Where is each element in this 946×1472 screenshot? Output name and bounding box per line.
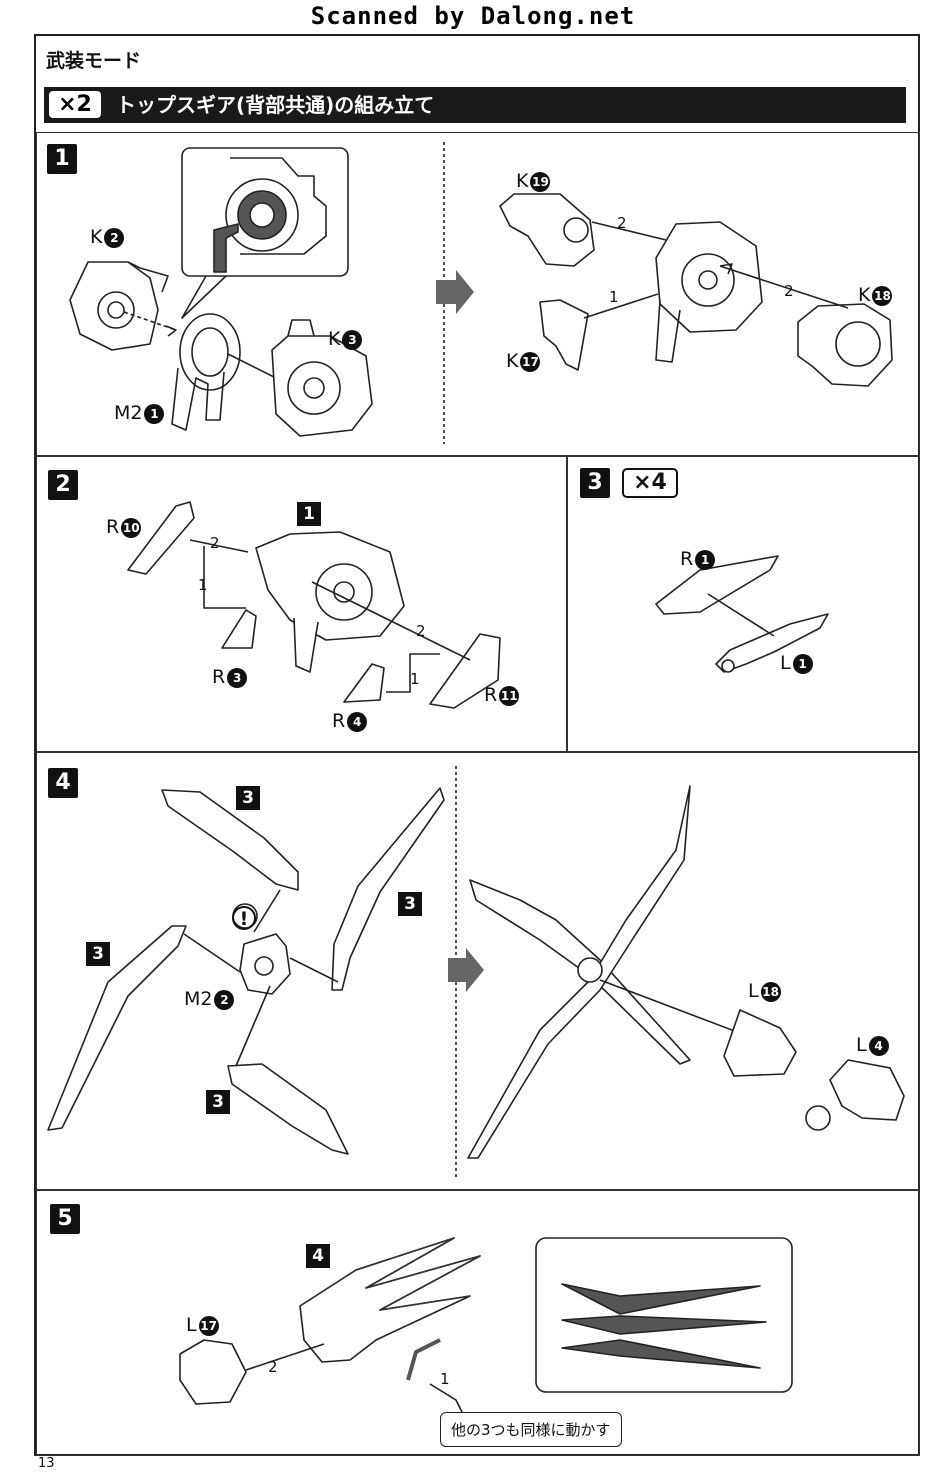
order-marker: 1 xyxy=(609,288,619,306)
order-marker: 1 xyxy=(410,670,420,688)
order-marker: 2 xyxy=(617,214,627,232)
instruction-note: 他の3つも同様に動かす xyxy=(440,1412,622,1447)
order-marker: 2 xyxy=(416,622,426,640)
caution-icon: ! xyxy=(232,906,256,930)
step-4-number: 4 xyxy=(48,768,78,798)
step-reference: 3 xyxy=(236,786,260,810)
step-2-number: 2 xyxy=(48,470,78,500)
step-1-number: 1 xyxy=(47,144,77,174)
step-reference: 3 xyxy=(86,942,110,966)
step-reference: 3 xyxy=(206,1090,230,1114)
multiplier-badge: ×2 xyxy=(49,91,101,118)
order-marker: 1 xyxy=(198,576,208,594)
order-marker: 2 xyxy=(268,1358,278,1376)
mode-title: 武装モード xyxy=(46,50,142,72)
order-marker: 1 xyxy=(440,1370,450,1388)
scanner-watermark: Scanned by Dalong.net xyxy=(310,2,636,30)
step-5-panel xyxy=(36,1190,920,1456)
step-reference: 3 xyxy=(398,892,422,916)
order-marker: 2 xyxy=(210,534,220,552)
step-reference: 1 xyxy=(297,502,321,526)
multiplier-badge: ×4 xyxy=(622,468,678,498)
step-2-panel xyxy=(36,456,568,752)
step-3-number: 3 xyxy=(580,468,610,498)
step-3-panel xyxy=(566,456,920,752)
step-1-panel xyxy=(36,132,920,456)
step-5-number: 5 xyxy=(50,1204,80,1234)
section-header-bar: ×2 トップスギア(背部共通)の組み立て xyxy=(44,87,906,123)
step-4-panel xyxy=(36,752,920,1190)
step-reference: 4 xyxy=(306,1244,330,1268)
section-title: トップスギア(背部共通)の組み立て xyxy=(116,93,435,117)
page-number: 13 xyxy=(38,1456,55,1471)
order-marker: 2 xyxy=(784,282,794,300)
